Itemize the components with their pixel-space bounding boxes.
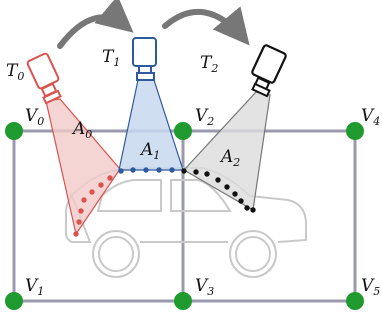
vertices: [5, 122, 364, 310]
label-t0: T0: [6, 61, 24, 83]
label-a0: A0: [71, 119, 92, 141]
camera-t2: [251, 44, 287, 98]
observed-point: [89, 189, 95, 195]
observed-point: [181, 168, 187, 174]
vertex-v4: [346, 122, 364, 140]
labels: T0 T1 T2 A0 A1 A2 V0 V1 V2 V3 V4 V5: [6, 47, 380, 298]
observed-point: [193, 169, 199, 175]
observed-point: [238, 198, 244, 204]
observed-point: [118, 168, 124, 174]
observed-point: [250, 207, 256, 213]
observed-points: [73, 167, 256, 237]
label-t2: T2: [200, 53, 218, 75]
arrow-t1-t2: [162, 6, 250, 46]
label-t1: T1: [102, 47, 120, 69]
transition-arrows: [57, 0, 250, 49]
camera-t0: [26, 52, 62, 105]
observed-point: [130, 167, 136, 173]
observed-point: [232, 191, 238, 197]
observed-point: [98, 182, 104, 188]
label-v0: V0: [25, 106, 44, 128]
arrow-t0-t1: [57, 0, 134, 49]
observed-point: [244, 205, 250, 211]
vertex-v2: [174, 122, 192, 140]
label-v1: V1: [25, 276, 44, 298]
vertex-v5: [346, 292, 364, 310]
observed-point: [169, 167, 175, 173]
vertex-v1: [5, 292, 23, 310]
observed-point: [76, 219, 82, 225]
label-a2: A2: [219, 147, 240, 169]
vertex-v0: [5, 122, 23, 140]
observed-point: [156, 167, 162, 173]
observed-point: [204, 171, 210, 177]
label-v4: V4: [361, 106, 380, 128]
observed-point: [78, 208, 84, 214]
label-a1: A1: [139, 140, 160, 162]
label-v5: V5: [361, 276, 380, 298]
observed-point: [107, 175, 113, 181]
camera-t1: [132, 37, 157, 81]
vertex-v3: [174, 292, 192, 310]
observed-point: [73, 231, 79, 237]
observed-point: [224, 184, 230, 190]
label-v3: V3: [195, 276, 214, 298]
label-v2: V2: [195, 106, 214, 128]
observed-point: [81, 197, 87, 203]
observed-point: [215, 177, 221, 183]
observed-point: [143, 167, 149, 173]
